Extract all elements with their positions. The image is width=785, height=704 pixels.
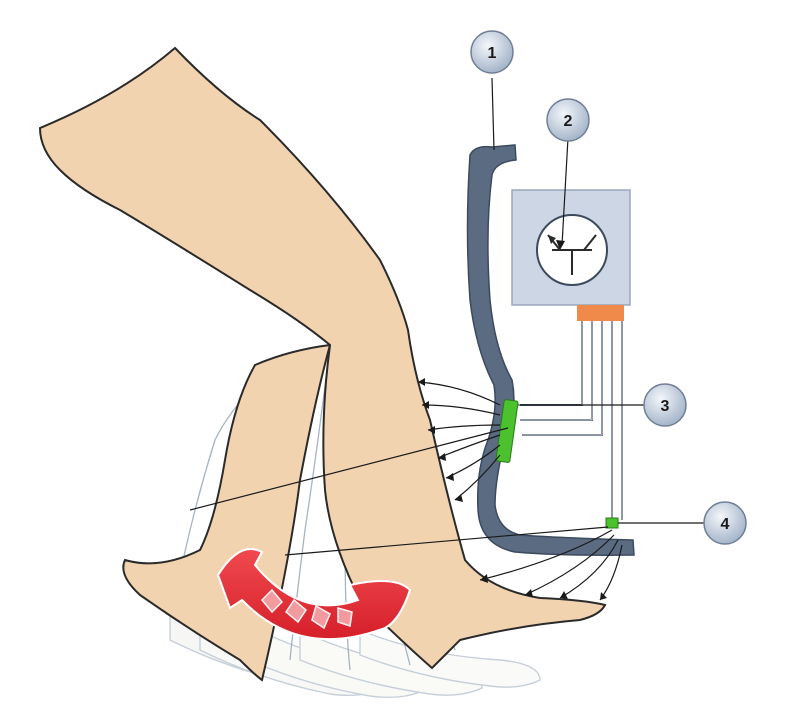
upper-arrowheads: [418, 378, 463, 502]
rotation-arrow-icon: [216, 547, 412, 641]
callout-4-label: 4: [721, 516, 730, 533]
callout-4: 4: [703, 501, 747, 545]
callout-3: 3: [643, 383, 687, 427]
callout-leaders: [189, 77, 705, 556]
transistor-unit: [511, 189, 631, 321]
brace-shell: [466, 144, 635, 556]
front-leg: [38, 46, 607, 670]
callout-1-label: 1: [488, 45, 497, 62]
callout-3-label: 3: [661, 398, 670, 415]
transistor-symbol: [547, 234, 597, 275]
connector-wires: [518, 321, 623, 521]
callout-2: 2: [546, 98, 590, 142]
callout-2-label: 2: [564, 113, 573, 130]
callout-1: 1: [470, 30, 514, 74]
